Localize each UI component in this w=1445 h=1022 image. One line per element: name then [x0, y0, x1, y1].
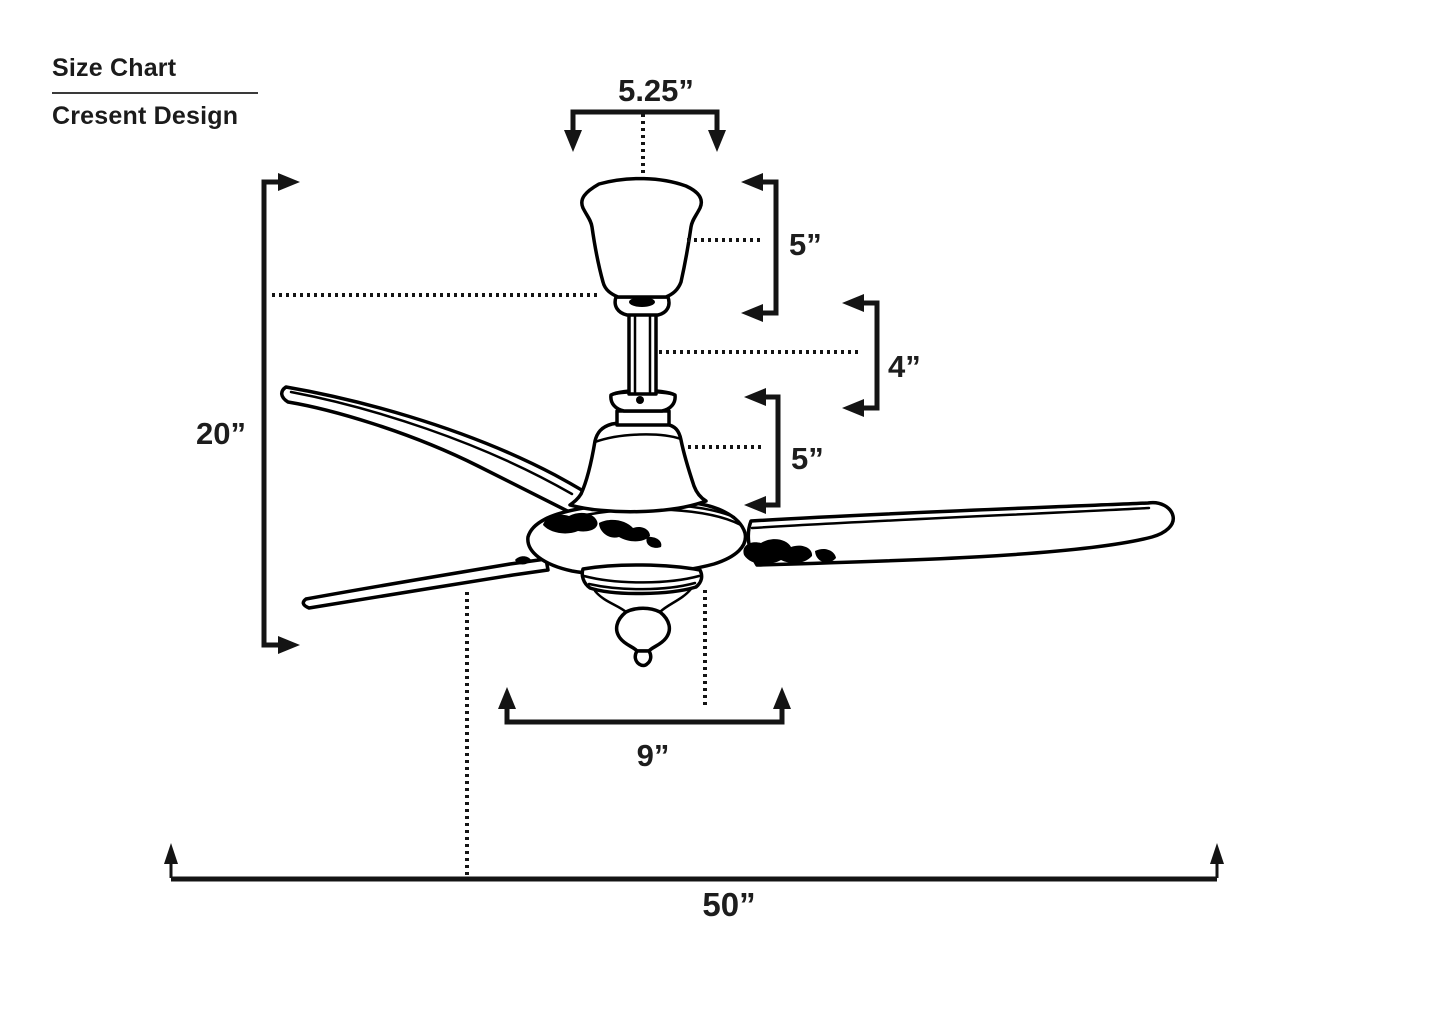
arrowhead-left [842, 294, 864, 312]
motor-seam-line [593, 433, 683, 444]
finial-taper-line [658, 587, 693, 614]
motor-housing [568, 409, 708, 514]
label-body-width: 9” [637, 738, 670, 773]
label-total-height: 20” [196, 416, 246, 451]
downrod [609, 312, 677, 413]
label-mount-width: 5.25” [618, 73, 694, 108]
arrowhead-left [741, 304, 763, 322]
arrowhead-left [744, 388, 766, 406]
right-iron-scroll [815, 548, 836, 563]
dimension-mount-width: 5.25” [564, 73, 726, 176]
dimension-body-width: 9” [498, 590, 791, 773]
title-block: Size Chart Cresent Design [52, 54, 258, 131]
arrowhead-left [741, 173, 763, 191]
bracket [861, 300, 880, 411]
bracket [762, 394, 781, 508]
page-title: Size Chart [52, 54, 258, 94]
canopy-bell [580, 176, 704, 299]
label-motor-height: 5” [791, 441, 824, 476]
dimension-canopy-height: 5” [687, 173, 822, 322]
left-iron-scroll [543, 512, 598, 534]
cap-ring-line [582, 574, 701, 584]
bracket [760, 179, 779, 316]
motor-neck [615, 409, 671, 427]
dimension-blade-span: 50” [164, 592, 1224, 923]
left-iron-scroll [599, 519, 650, 542]
arrowhead-down [708, 130, 726, 152]
left-iron-scroll [646, 536, 662, 548]
dimension-motor-height: 5” [688, 388, 824, 514]
arrowhead-up [498, 687, 516, 709]
bracket [570, 109, 720, 134]
page-subtitle: Cresent Design [52, 102, 239, 130]
dimension-total-height: 20” [196, 173, 600, 654]
motor-bell [568, 419, 708, 514]
arrowhead-right [278, 173, 300, 191]
bracket [504, 706, 785, 725]
finial-drop [633, 649, 653, 668]
label-canopy-height: 5” [789, 227, 822, 262]
arrowhead-left [744, 496, 766, 514]
ceiling-fan-illustration [280, 176, 1175, 668]
arrowhead-left [842, 399, 864, 417]
blade-right [746, 500, 1175, 567]
label-blade-span: 50” [702, 886, 755, 923]
arrowhead-down [564, 130, 582, 152]
downrod-tube [627, 312, 658, 396]
collar-band [629, 297, 655, 307]
label-downrod-length: 4” [888, 349, 921, 384]
blade-outline [301, 557, 550, 610]
arrowhead-right [278, 636, 300, 654]
coupling-screw [636, 396, 644, 404]
finial-taper-line [593, 589, 628, 614]
cap-ring-line [587, 581, 697, 591]
bracket [261, 179, 281, 648]
lower-iron-scroll [515, 556, 531, 565]
finial [580, 563, 704, 668]
arrowhead-up [164, 843, 178, 864]
finial-bulb [614, 606, 672, 653]
blade-irons [515, 512, 836, 565]
right-iron-scroll [743, 539, 813, 565]
dimension-downrod-length: 4” [659, 294, 921, 417]
blade-outline [746, 500, 1175, 567]
arrowhead-up [773, 687, 791, 709]
blade-left-lower [301, 557, 550, 610]
blade-edge-line [289, 390, 574, 496]
canopy [580, 176, 704, 317]
blade-edge-line [750, 506, 1151, 530]
arrowhead-up [1210, 843, 1224, 864]
